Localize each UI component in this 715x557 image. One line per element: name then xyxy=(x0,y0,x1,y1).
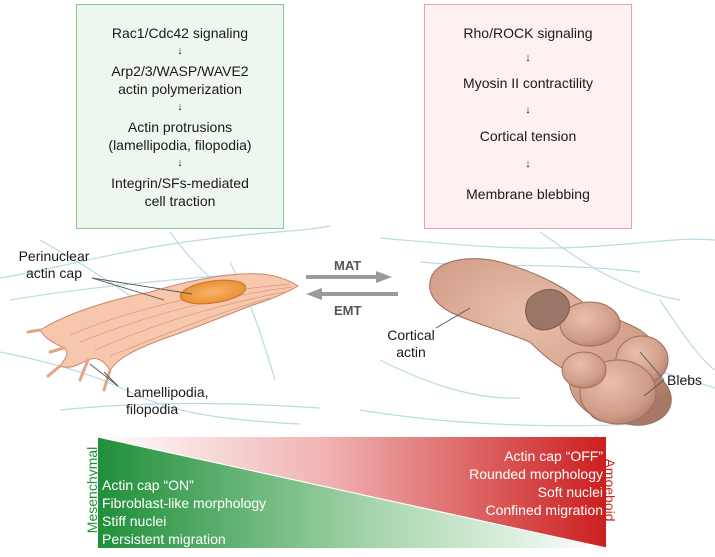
trait-actin-cap-off: Actin cap “OFF” xyxy=(504,448,603,464)
trait-confined-migration: Confined migration xyxy=(485,502,603,518)
leader-lines xyxy=(89,277,665,397)
down-arrow-icon: ↓ xyxy=(525,104,531,116)
amoeboid-signaling-box: Rho/ROCK signaling ↓ Myosin II contracti… xyxy=(424,4,632,229)
stress-fibers xyxy=(69,283,293,357)
step-arp23-wasp: Arp2/3/WASP/WAVE2 xyxy=(111,63,249,79)
emt-label: EMT xyxy=(334,303,362,318)
step-rho-rock: Rho/ROCK signaling xyxy=(463,25,593,41)
step-membrane-blebbing: Membrane blebbing xyxy=(466,186,590,202)
step-lamellipodia-filopodia: (lamellipodia, filopodia) xyxy=(108,137,252,153)
down-arrow-icon: ↓ xyxy=(525,158,531,170)
step-actin-protrusions: Actin protrusions xyxy=(127,119,233,135)
trait-soft-nuclei: Soft nuclei xyxy=(537,484,603,500)
down-arrow-icon: ↓ xyxy=(177,157,183,169)
blebs-label: Blebs xyxy=(667,372,703,388)
amoeboid-cell xyxy=(429,258,672,426)
mesenchymal-signaling-box: Rac1/Cdc42 signaling ↓ Arp2/3/WASP/WAVE2… xyxy=(76,4,284,229)
amoeboid-side-label: Amoeboid xyxy=(602,458,618,522)
step-cortical-tension: Cortical tension xyxy=(479,128,577,144)
down-arrow-icon: ↓ xyxy=(177,45,183,57)
trait-persistent-migration: Persistent migration xyxy=(102,531,226,547)
amoeboid-traits: Actin cap “OFF” Rounded morphology Soft … xyxy=(469,447,603,519)
down-arrow-icon: ↓ xyxy=(177,101,183,113)
trait-fibroblast-like: Fibroblast-like morphology xyxy=(102,495,267,511)
nucleus-actin-cap xyxy=(179,279,247,305)
step-integrin-sfs: Integrin/SFs-mediated xyxy=(111,175,249,191)
mat-label: MAT xyxy=(334,258,362,273)
transition-arrows xyxy=(306,271,398,300)
step-actin-polymerization: actin polymerization xyxy=(118,81,242,97)
perinuclear-actin-cap-label: Perinuclear actin cap xyxy=(14,248,94,282)
step-myosin-ii: Myosin II contractility xyxy=(463,75,593,91)
trait-rounded-morphology: Rounded morphology xyxy=(469,466,603,482)
trait-stiff-nuclei: Stiff nuclei xyxy=(102,513,167,529)
mesenchymal-traits: Actin cap “ON” Fibroblast-like morpholog… xyxy=(102,476,266,548)
cortical-actin-label: Cortical actin xyxy=(376,327,446,361)
trait-actin-cap-on: Actin cap “ON” xyxy=(102,477,194,493)
lamellipodia-label-line2: filopodia xyxy=(126,401,179,417)
down-arrow-icon: ↓ xyxy=(525,52,531,64)
cortical-label-line1: Cortical xyxy=(387,327,435,343)
mesenchymal-side-label: Mesenchymal xyxy=(84,446,100,534)
perinuclear-label-line1: Perinuclear xyxy=(18,248,90,264)
step-cell-traction: cell traction xyxy=(144,193,216,209)
cortical-label-line2: actin xyxy=(396,344,426,360)
step-rac1-cdc42: Rac1/Cdc42 signaling xyxy=(111,25,249,41)
lamellipodia-filopodia-label: Lamellipodia, filopodia xyxy=(126,384,209,418)
lamellipodia-label-line1: Lamellipodia, xyxy=(126,384,209,400)
mesenchymal-cell xyxy=(26,273,299,392)
phenotype-gradient xyxy=(97,436,607,549)
perinuclear-label-line2: actin cap xyxy=(25,265,83,281)
